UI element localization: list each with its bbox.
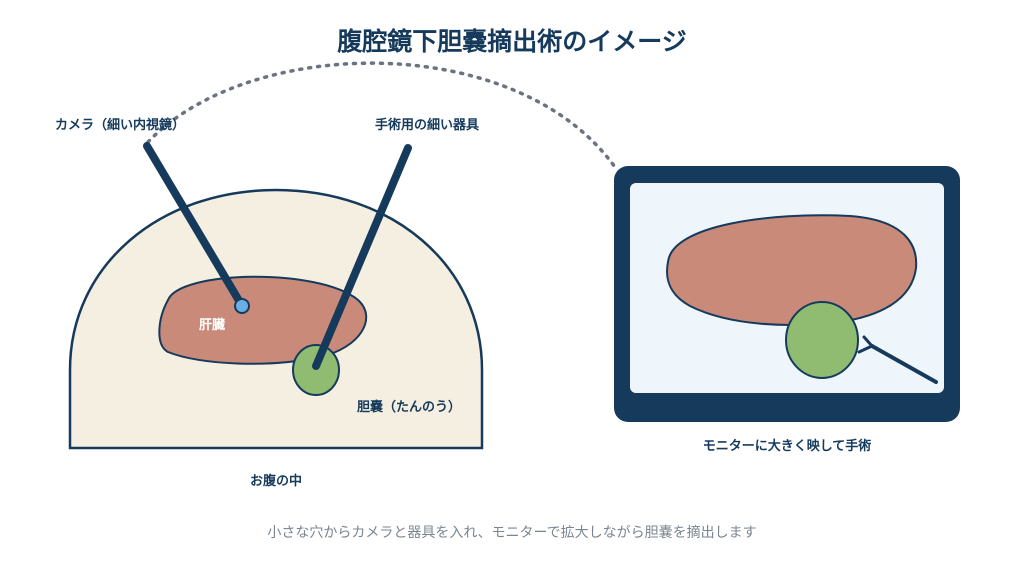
instrument-shaft <box>312 144 412 370</box>
diagram-caption: 小さな穴からカメラと器具を入れ、モニターで拡大しながら胆嚢を摘出します <box>267 524 756 541</box>
gallbladder-label: 胆嚢（たんのう） <box>357 399 461 415</box>
monitor-liver-shape <box>666 214 918 326</box>
camera-label: カメラ（細い内視鏡） <box>55 117 185 133</box>
camera-to-monitor-dotted-arc <box>146 61 619 172</box>
camera-lens-tip <box>234 298 250 314</box>
monitor-instrument-jaw-upper <box>862 335 874 348</box>
instrument-label: 手術用の細い器具 <box>375 117 479 133</box>
monitor-label: モニターに大きく映して手術 <box>703 438 872 454</box>
liver-shape <box>158 275 368 365</box>
diagram-title: 腹腔鏡下胆嚢摘出術のイメージ <box>337 27 687 56</box>
camera-shaft <box>143 142 245 308</box>
monitor-instrument-shaft <box>870 344 938 384</box>
abdomen-label: お腹の中 <box>250 473 302 489</box>
liver-label: 肝臓 <box>199 317 225 333</box>
monitor-gallbladder-shape <box>785 301 859 379</box>
monitor-instrument-jaw-lower <box>857 344 874 354</box>
